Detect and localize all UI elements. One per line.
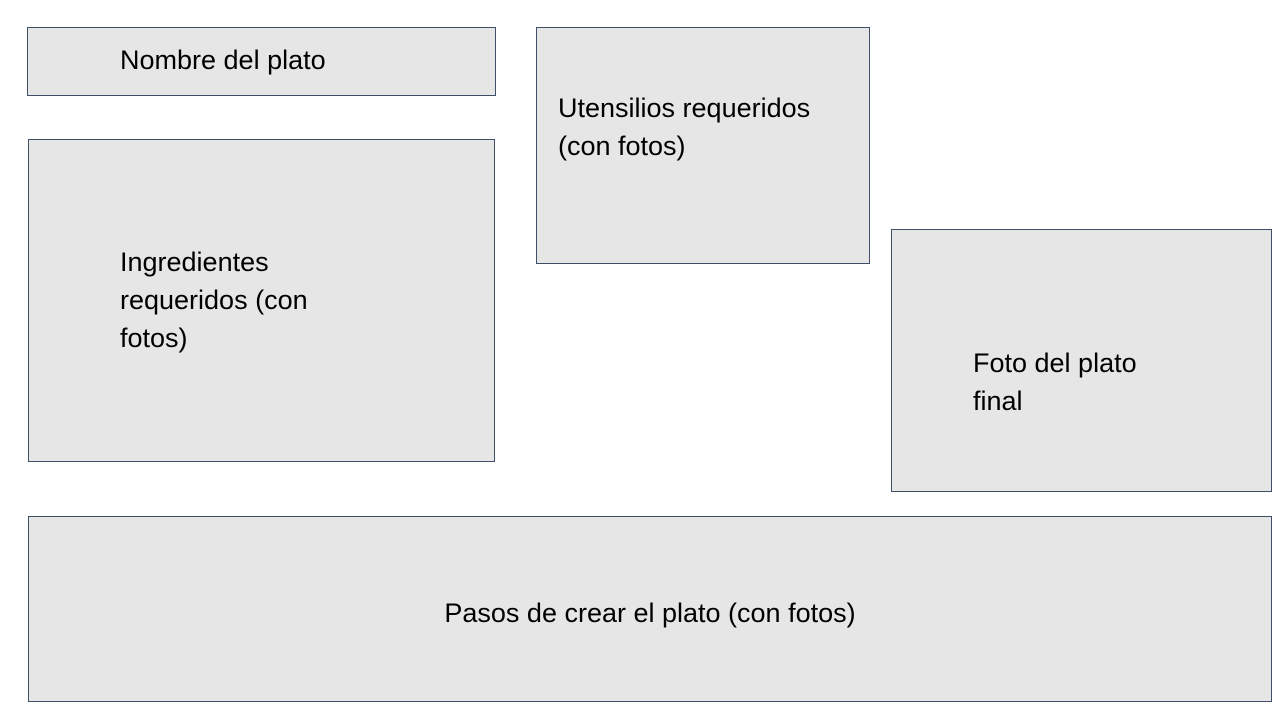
final-photo-box: Foto del plato final <box>891 229 1272 492</box>
final-photo-label: Foto del plato final <box>973 348 1137 416</box>
steps-box: Pasos de crear el plato (con fotos) <box>28 516 1272 702</box>
ingredients-box: Ingredientes requeridos (con fotos) <box>28 139 495 462</box>
steps-label: Pasos de crear el plato (con fotos) <box>444 598 856 628</box>
utensils-label: Utensilios requeridos (con fotos) <box>558 93 811 161</box>
dish-name-label: Nombre del plato <box>120 45 326 75</box>
utensils-box: Utensilios requeridos (con fotos) <box>536 27 870 264</box>
ingredients-label: Ingredientes requeridos (con fotos) <box>120 247 308 353</box>
dish-name-box: Nombre del plato <box>27 27 496 96</box>
